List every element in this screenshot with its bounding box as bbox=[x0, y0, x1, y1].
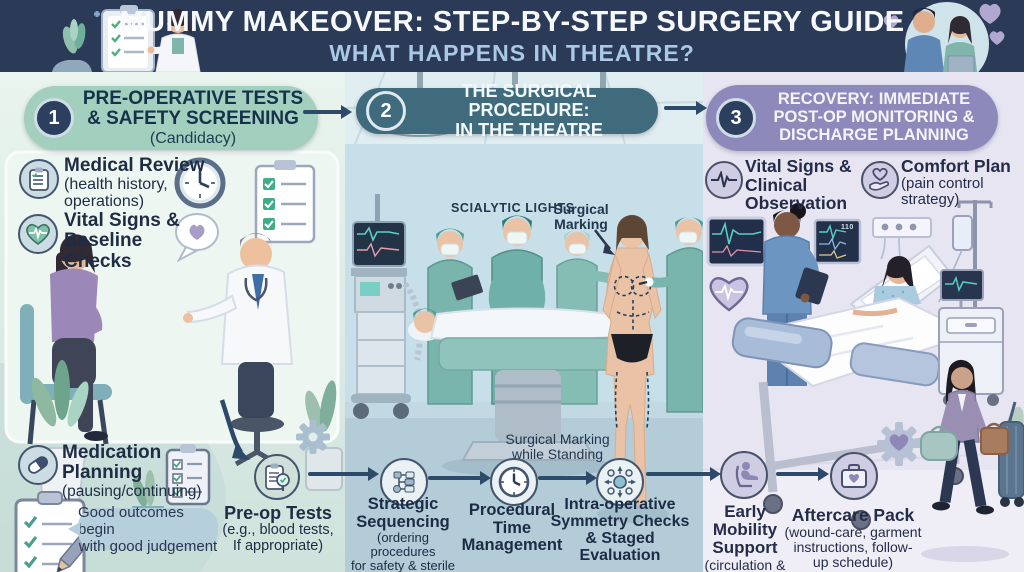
monitor-reading: 110 bbox=[841, 224, 854, 231]
aftercare-icon bbox=[830, 452, 878, 500]
pill-icon bbox=[18, 445, 58, 485]
step2-panel: 2 THE SURGICAL PROCEDURE: IN THE THEATRE… bbox=[345, 72, 703, 572]
wall-monitor bbox=[706, 216, 767, 267]
vital-signs-item: Vital Signs & Baseline Checks bbox=[64, 210, 180, 272]
step1-title: PRE-OPERATIVE TESTS & SAFETY SCREENING (… bbox=[82, 87, 304, 147]
curved-arrow-icon bbox=[593, 229, 615, 255]
medical-review-item: Medical Review (health history, operatio… bbox=[64, 155, 205, 211]
time-item: Procedural Time Management bbox=[461, 501, 563, 555]
step3-header: 3 RECOVERY: IMMEDIATE POST-OP MONITORING… bbox=[706, 85, 998, 151]
bedside-monitor bbox=[940, 269, 984, 308]
step3-panel: 110 3 RECOVERY: IMMEDIATE POST-OP MONITO… bbox=[703, 72, 1024, 572]
wall-monitor bbox=[813, 218, 862, 265]
pot-icon bbox=[52, 60, 92, 72]
hospital-bed bbox=[731, 244, 976, 530]
heart-ecg-icon bbox=[18, 214, 58, 254]
couple-illustration bbox=[883, 2, 1005, 72]
recovery-room-scene bbox=[703, 200, 1024, 572]
ecg-pulse-icon bbox=[705, 161, 743, 199]
aftercare-item: Aftercare Pack (wound-care, garment inst… bbox=[784, 505, 922, 570]
surgical-marking-label: Surgical Marking bbox=[553, 201, 609, 232]
step2-number-badge: 2 bbox=[366, 91, 406, 131]
preop-tests-item: Pre-op Tests (e.g., blood tests, If appr… bbox=[222, 503, 334, 554]
clock-icon bbox=[174, 157, 226, 209]
man-figure bbox=[904, 8, 944, 72]
mobility-item: Early Mobility Support (circulation & st… bbox=[704, 502, 786, 572]
step1-header: 1 PRE-OPERATIVE TESTS & SAFETY SCREENING… bbox=[24, 86, 318, 150]
step2-header: 2 THE SURGICAL PROCEDURE: IN THE THEATRE bbox=[356, 81, 658, 140]
consultation-scene bbox=[0, 150, 343, 572]
arrow-time-to-symmetry bbox=[538, 471, 597, 484]
main-title: MUMMY MAKEOVER: STEP-BY-STEP SURGERY GUI… bbox=[119, 6, 905, 38]
handbag-icon bbox=[920, 425, 958, 461]
quote-bubble: Good outcomes begin with good judgement bbox=[68, 503, 218, 555]
plant-icon bbox=[31, 360, 89, 501]
step3-title: RECOVERY: IMMEDIATE POST-OP MONITORING &… bbox=[773, 90, 975, 144]
gear-icon bbox=[296, 420, 330, 454]
plus-icon bbox=[94, 11, 100, 17]
step3-number-badge: 3 bbox=[716, 98, 756, 138]
mobility-icon bbox=[720, 451, 768, 499]
sequencing-icon bbox=[380, 458, 428, 506]
preop-tests-icon bbox=[254, 454, 300, 500]
medication-item: Medication Planning (pausing/continuing) bbox=[62, 442, 202, 500]
doctor-checklist-illustration bbox=[52, 5, 201, 72]
clipboard-icon bbox=[19, 159, 59, 199]
plant-icon bbox=[62, 19, 86, 54]
arrow-step2-to-step3 bbox=[664, 101, 707, 114]
step2-title: THE SURGICAL PROCEDURE: IN THE THEATRE bbox=[455, 80, 603, 140]
heart-speech-bubble bbox=[175, 213, 219, 263]
clock-icon bbox=[490, 458, 538, 506]
wall-checklist-icon bbox=[254, 160, 316, 244]
surgeon-figure bbox=[638, 217, 703, 413]
subtitle: WHAT HAPPENS IN THEATRE? bbox=[329, 40, 695, 66]
sequencing-item: Strategic Sequencing (ordering procedure… bbox=[350, 495, 456, 572]
scialytic-lights-label: SCIALYTIC LIGHTS bbox=[451, 201, 575, 215]
checklist-clipboard-icon bbox=[101, 5, 155, 72]
doctor-figure bbox=[147, 9, 201, 72]
symmetry-icon bbox=[596, 458, 644, 506]
tablet-icon bbox=[947, 55, 975, 72]
arrow-symmetry-to-mobility bbox=[646, 467, 721, 480]
comfort-plan-item: Comfort Plan (pain control strategy) bbox=[901, 156, 1011, 208]
arrow-mobility-to-aftercare bbox=[776, 467, 829, 480]
plant-icon bbox=[305, 380, 343, 491]
anesthesia-machine bbox=[351, 194, 424, 419]
small-clipboard-icon bbox=[165, 444, 211, 506]
clipboard-pencil-icon bbox=[14, 491, 97, 572]
step1-panel: 1 PRE-OPERATIVE TESTS & SAFETY SCREENING… bbox=[0, 72, 345, 572]
symmetry-item: Intra-operative Symmetry Checks & Staged… bbox=[550, 496, 690, 565]
header-banner: MUMMY MAKEOVER: STEP-BY-STEP SURGERY GUI… bbox=[0, 0, 1024, 72]
woman-figure bbox=[943, 16, 977, 72]
doctor-figure bbox=[183, 232, 294, 467]
curved-arrow-icon bbox=[219, 399, 250, 460]
heart-icon bbox=[883, 3, 1005, 45]
gear-heart-icon bbox=[877, 422, 921, 466]
walking-woman-figure bbox=[920, 359, 1024, 562]
tote-bag-icon bbox=[980, 422, 1009, 455]
standing-patient-figure bbox=[597, 215, 669, 523]
heart-ecg-icon bbox=[709, 277, 749, 312]
arrow-step1-to-step2 bbox=[303, 105, 352, 118]
arrow-preop-to-sequencing bbox=[308, 467, 379, 480]
patient-figure bbox=[20, 234, 112, 445]
step1-number-badge: 1 bbox=[34, 98, 74, 138]
vital-observation-item: Vital Signs & Clinical Observation bbox=[745, 156, 852, 214]
hand-heart-icon bbox=[861, 161, 899, 199]
power-outlet bbox=[872, 217, 932, 264]
arrow-sequencing-to-time bbox=[428, 471, 491, 484]
standing-caption: Surgical Marking while Standing bbox=[505, 431, 610, 462]
